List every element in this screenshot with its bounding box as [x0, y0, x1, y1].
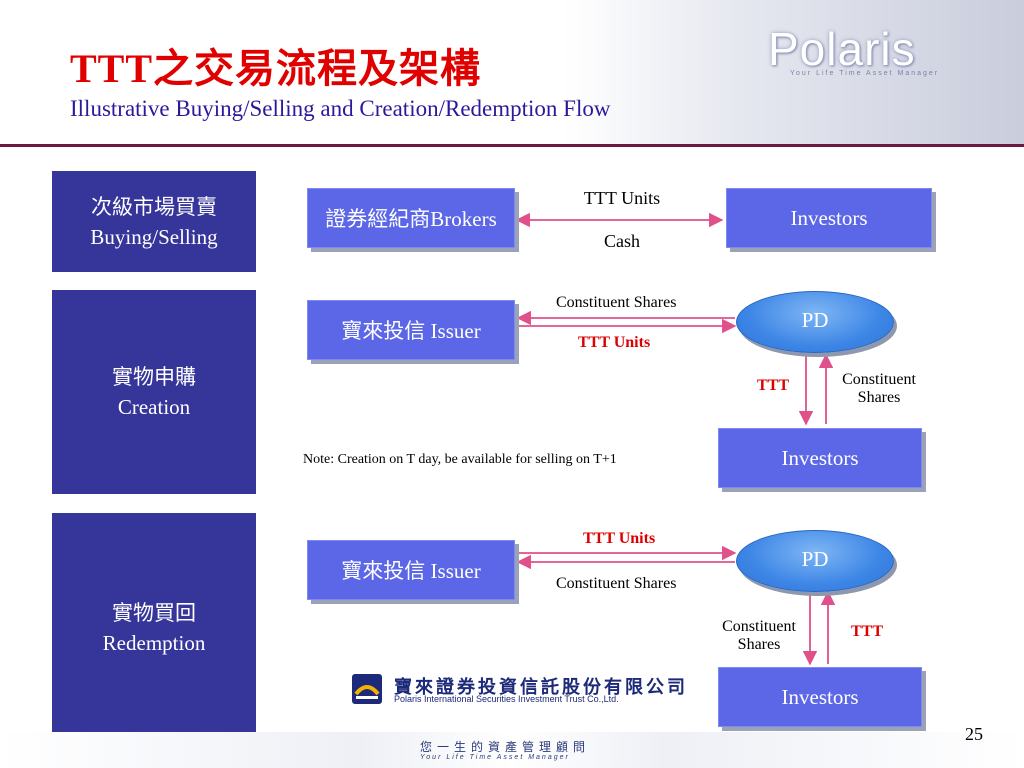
side-label-en: Redemption — [102, 630, 206, 655]
polaris-logo-icon — [352, 674, 382, 704]
label-constituent-shares-vertical: Constituent Shares — [722, 618, 796, 653]
page-number: 25 — [965, 724, 983, 744]
label-cash: Cash — [604, 231, 640, 251]
investors-box: Investors — [726, 188, 932, 248]
label-ttt-units-red: TTT Units — [583, 530, 656, 547]
brand-logo-text: Polaris — [768, 23, 916, 75]
label-constituent-shares-vertical: Constituent Shares — [842, 371, 916, 406]
side-label-creation: 實物申購 Creation — [52, 290, 256, 494]
issuer-box-redemption: 寶來投信 Issuer — [307, 540, 515, 600]
creation-note: Note: Creation on T day, be available fo… — [303, 452, 617, 467]
side-label-en: Buying/Selling — [90, 224, 218, 249]
label-constituent-shares: Constituent Shares — [556, 294, 677, 311]
footer-band — [0, 732, 1024, 768]
pd-node-creation: PD — [736, 291, 894, 353]
label-ttt-units-red: TTT Units — [578, 334, 651, 351]
brokers-box: 證券經紀商Brokers — [307, 188, 515, 248]
side-label-redemption: 實物買回 Redemption — [52, 513, 256, 742]
label-ttt-red: TTT — [851, 623, 884, 640]
investors-box-redemption: Investors — [718, 667, 922, 727]
label-constituent-shares: Constituent Shares — [556, 575, 677, 592]
brand-tagline: Your Life Time Asset Manager — [790, 70, 940, 77]
page-title: TTT之交易流程及架構 — [70, 46, 482, 91]
label-ttt-units: TTT Units — [583, 188, 661, 208]
investors-box-creation: Investors — [718, 428, 922, 488]
pd-node-redemption: PD — [736, 530, 894, 592]
company-name-zh: 寶來證券投資信託股份有限公司 — [394, 677, 688, 698]
side-label-buying-selling: 次級市場買賣 Buying/Selling — [52, 171, 256, 272]
footer-slogan-zh: 您一生的資產管理顧問 — [420, 740, 591, 754]
company-name-en: Polaris International Securities Investm… — [394, 694, 619, 704]
label-ttt-red: TTT — [757, 377, 790, 394]
page-subtitle: Illustrative Buying/Selling and Creation… — [70, 96, 611, 121]
side-label-zh: 實物申購 — [112, 365, 196, 389]
side-label-zh: 實物買回 — [112, 600, 196, 625]
issuer-box-creation: 寶來投信 Issuer — [307, 300, 515, 360]
header-background — [0, 0, 1024, 145]
side-label-zh: 次級市場買賣 — [91, 194, 217, 219]
footer-slogan-en: Your Life Time Asset Manager — [420, 754, 570, 761]
side-label-en: Creation — [117, 395, 191, 419]
header-divider — [0, 144, 1024, 147]
